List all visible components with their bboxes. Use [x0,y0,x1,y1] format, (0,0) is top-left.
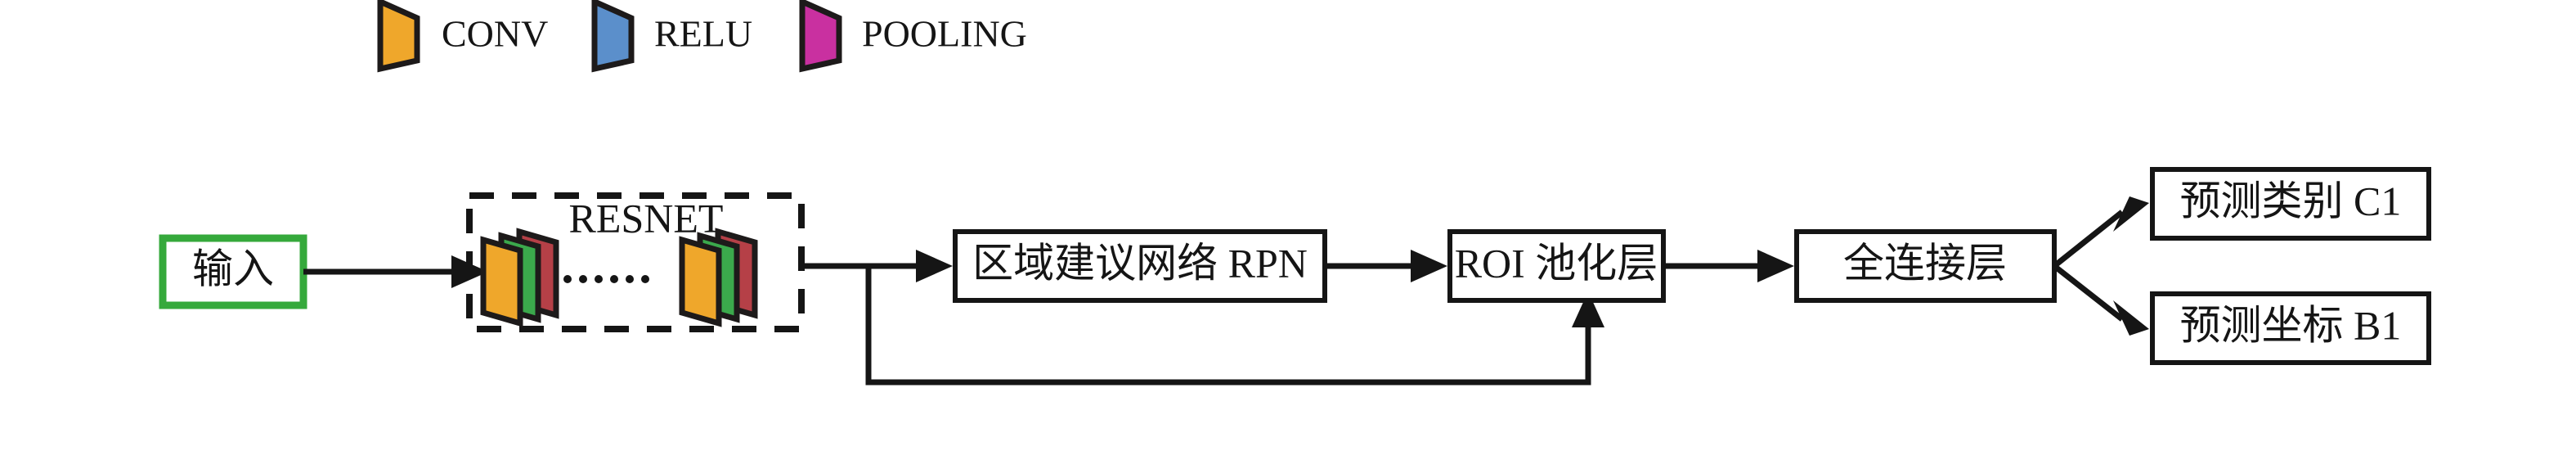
edge-fc-to-bbox [2052,264,2149,336]
legend-label-relu: RELU [654,13,752,55]
output-class-box-border [2150,167,2431,241]
node-roi-pooling[interactable]: ROI 池化层 [1447,229,1666,303]
resnet-block-last [679,228,758,327]
input-box-label: 输入 [192,246,274,291]
edge-resnet-skip-to-roi [865,266,1604,386]
legend: CONV RELU POOLING [377,0,1027,73]
legend-item-pooling: POOLING [799,0,1027,73]
output-class-label: 预测类别 C1 [2180,178,2402,223]
conv-layer-shape [480,236,523,327]
node-input[interactable]: 输入 [159,234,307,309]
edge-rpn-to-roi [1325,250,1447,282]
legend-item-relu: RELU [591,0,752,73]
arrow-head-icon [916,250,953,282]
conv-layer-swatch [377,0,420,73]
output-bbox-box-border [2150,291,2431,365]
edge-resnet-to-rpn [801,250,953,282]
arrow-head-icon [1757,250,1794,282]
node-fully-connected[interactable]: 全连接层 [1794,229,2057,303]
edge-roi-to-fc [1663,250,1794,282]
conv-layer-shape [679,236,722,327]
node-resnet-backbone[interactable]: RESNET [466,192,805,332]
arrow-head-icon [1572,291,1604,327]
edge-fc-to-class [2052,196,2149,268]
node-output-class[interactable]: 预测类别 C1 [2150,167,2431,241]
arrow-head-icon [2113,300,2149,336]
legend-item-conv: CONV [377,0,548,73]
arrow-head-icon [1411,250,1447,282]
rpn-box-label: 区域建议网络 RPN [972,240,1308,286]
relu-layer-swatch [591,0,635,73]
legend-label-conv: CONV [442,13,548,55]
node-output-bbox[interactable]: 预测坐标 B1 [2150,291,2431,365]
arrow-head-icon [2113,196,2149,232]
pooling-layer-swatch [799,0,842,73]
resnet-ellipsis [563,275,649,283]
output-bbox-label: 预测坐标 B1 [2180,302,2402,348]
fc-box-label: 全连接层 [1843,240,2007,286]
resnet-block-first [480,228,559,327]
rpn-box-border [953,229,1327,303]
resnet-dashed-border [466,192,805,332]
node-rpn[interactable]: 区域建议网络 RPN [953,229,1327,303]
roi-box-label: ROI 池化层 [1455,240,1658,286]
input-box-border [159,234,307,309]
legend-label-pooling: POOLING [862,13,1027,55]
edge-input-to-resnet [303,255,488,288]
